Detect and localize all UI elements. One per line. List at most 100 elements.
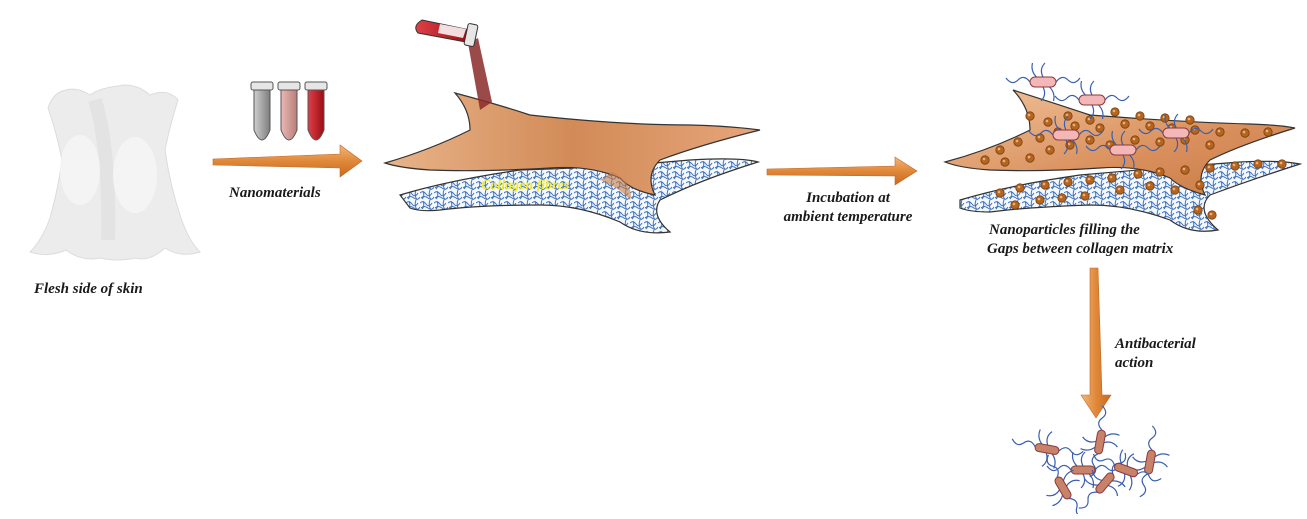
flagellum	[1104, 441, 1118, 447]
nanoparticle-highlight	[1158, 170, 1161, 173]
nanoparticle-dot	[1196, 181, 1204, 189]
nanoparticle-dot	[1111, 108, 1119, 116]
nanoparticle-highlight	[1043, 183, 1046, 186]
nanoparticle-highlight	[1098, 126, 1101, 129]
nanoparticle-highlight	[1060, 196, 1063, 199]
nanoparticle-highlight	[1138, 114, 1141, 117]
nanoparticle-dot	[1036, 196, 1044, 204]
nanoparticle-highlight	[1123, 122, 1126, 125]
flagellum	[1154, 461, 1168, 467]
nanoparticle-dot	[1208, 211, 1216, 219]
bacterium-body	[1054, 476, 1073, 501]
nanoparticle-highlight	[1013, 203, 1016, 206]
flagellum	[1155, 452, 1170, 459]
nanoparticle-highlight	[1208, 143, 1211, 146]
flagellum	[1081, 452, 1085, 466]
bacterium-body	[1034, 443, 1059, 455]
label-nanoparticles-line1: Nanoparticles filling the	[987, 221, 1173, 240]
flagellum	[1011, 438, 1036, 447]
nanoparticle-dot	[1181, 166, 1189, 174]
nanoparticle-dot	[996, 146, 1004, 154]
nanoparticle-dot	[1014, 138, 1022, 146]
nanoparticle-highlight	[1266, 130, 1269, 133]
label-nanoparticles-line2: Gaps between collagen matrix	[987, 240, 1173, 259]
nanoparticle-highlight	[1038, 136, 1041, 139]
flagellum	[1037, 429, 1044, 444]
nanoparticle-dot	[1146, 182, 1154, 190]
nanoparticle-dot	[1156, 168, 1164, 176]
bacterium-body	[1113, 462, 1138, 478]
nanoparticle-highlight	[1018, 186, 1021, 189]
nanoparticle-highlight	[1110, 176, 1113, 179]
nanoparticle-highlight	[1118, 188, 1121, 191]
flagellum	[1139, 473, 1148, 498]
arrow-down	[1081, 268, 1111, 418]
nanoparticle-dot	[1206, 164, 1214, 172]
label-incubation-line1: Incubation at	[773, 189, 923, 208]
nanoparticle-dot	[981, 156, 989, 164]
flagellum	[1046, 431, 1052, 445]
flagellum	[1107, 484, 1120, 496]
nanoparticle-dot	[1156, 138, 1164, 146]
bacterium-body	[1094, 471, 1116, 495]
bacterium-body	[1144, 449, 1156, 474]
flagellum	[1078, 489, 1097, 511]
flagellum	[1105, 432, 1120, 439]
flagellum	[1046, 488, 1060, 498]
nanoparticle-highlight	[1016, 140, 1019, 143]
bacterium-icon	[1126, 423, 1174, 500]
nanoparticle-highlight	[1073, 124, 1076, 127]
nanoparticle-highlight	[1158, 140, 1161, 143]
nanoparticle-dot	[1121, 120, 1129, 128]
nanoparticle-dot	[1131, 136, 1139, 144]
nanoparticle-highlight	[1243, 131, 1246, 134]
nanoparticle-highlight	[1280, 162, 1283, 165]
flagellum	[1082, 437, 1096, 443]
flagellum	[1032, 63, 1037, 77]
nanoparticle-highlight	[1208, 166, 1211, 169]
nanoparticle-dot	[996, 189, 1004, 197]
nanoparticle-dot	[1134, 170, 1142, 178]
label-antibacterial-line2: action	[1115, 354, 1196, 373]
flagellum	[1050, 87, 1055, 101]
nanoparticle-highlight	[998, 148, 1001, 151]
label-nanomaterials: Nanomaterials	[229, 184, 321, 203]
flagellum	[1081, 81, 1086, 95]
nanoparticle-dot	[1041, 181, 1049, 189]
flagellum	[1050, 495, 1064, 506]
flagellum	[1081, 474, 1085, 488]
label-nanoparticles: Nanoparticles filling the Gaps between c…	[987, 221, 1173, 259]
nanoparticle-dot	[1026, 112, 1034, 120]
nanoparticle-highlight	[1148, 184, 1151, 187]
flagellum	[1056, 77, 1080, 82]
flagellum	[1055, 95, 1079, 100]
flagellum	[1041, 63, 1045, 77]
nanoparticle-dot	[1254, 160, 1262, 168]
nanoparticle-highlight	[1136, 172, 1139, 175]
nanoparticle-highlight	[1066, 180, 1069, 183]
label-incubation-line2: ambient temperature	[773, 208, 923, 227]
nanoparticle-dot	[1206, 141, 1214, 149]
bacterium-body	[1053, 130, 1079, 140]
nanoparticle-dot	[1086, 176, 1094, 184]
flagellum	[1132, 457, 1146, 463]
label-antibacterial: Antibacterial action	[1115, 335, 1196, 373]
nanoparticle-highlight	[1028, 114, 1031, 117]
nanoparticle-dot	[1071, 122, 1079, 130]
flagellum	[1069, 496, 1085, 514]
nanoparticle-highlight	[1256, 162, 1259, 165]
nanoparticle-highlight	[1083, 194, 1086, 197]
flagellum	[1006, 77, 1030, 82]
label-incubation: Incubation at ambient temperature	[773, 189, 923, 227]
bacterium-body	[1094, 429, 1106, 454]
test-tubes-icon	[251, 82, 327, 140]
label-antibacterial-line1: Antibacterial	[1115, 335, 1196, 354]
nanoparticle-dot	[1086, 116, 1094, 124]
nanoparticle-dot	[1194, 206, 1202, 214]
nanoparticle-highlight	[1218, 130, 1221, 133]
nanoparticle-highlight	[1198, 183, 1201, 186]
leather-with-nanoparticles-illustration	[945, 63, 1300, 231]
pouring-tube-icon	[416, 20, 478, 47]
flagellum	[1059, 447, 1084, 456]
nanoparticle-highlight	[1048, 148, 1051, 151]
